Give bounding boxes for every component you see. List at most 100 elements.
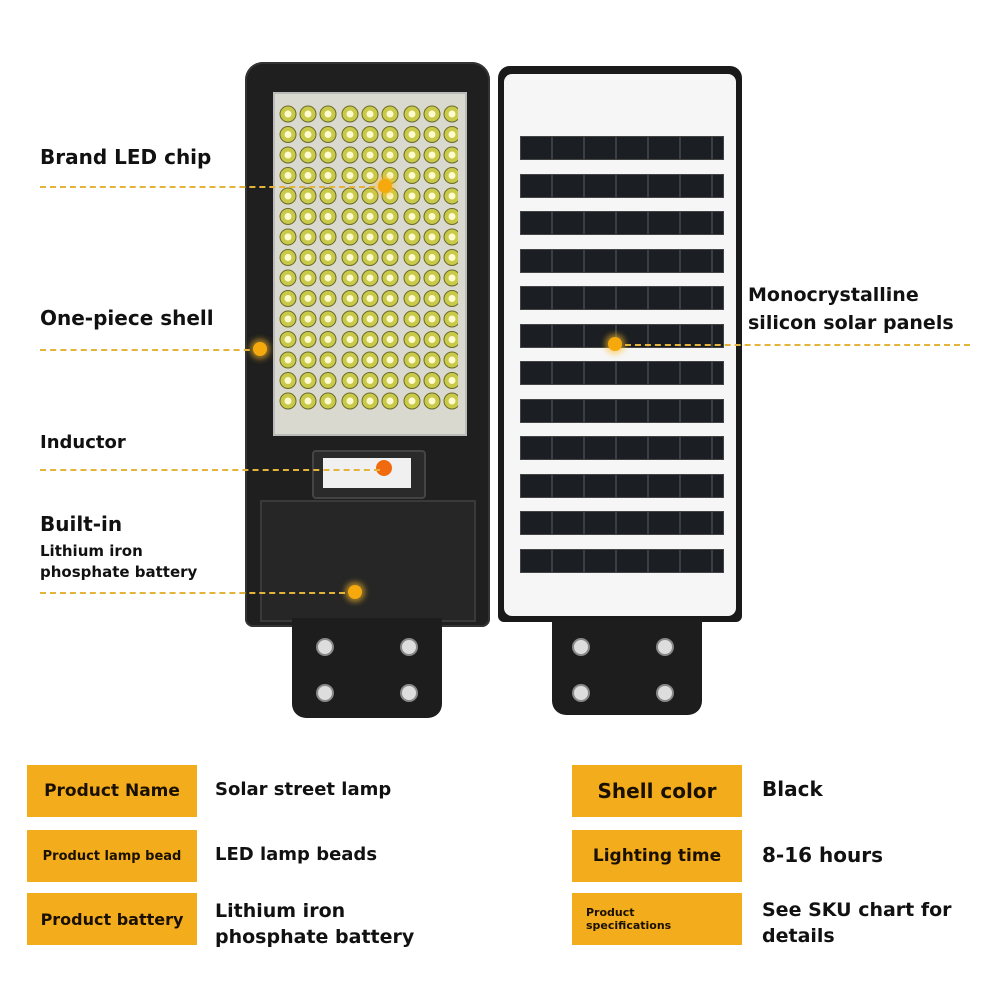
spec-label-specifications-line2: specifications [586,919,672,932]
led-chip-core [346,315,354,323]
led-chip-core [346,151,354,159]
led-chip-core [284,131,292,138]
led-chip-core [408,356,416,364]
spec-value-specifications-line2: details [762,925,835,947]
spec-label-specifications-line1: Product [586,906,635,919]
spec-value-lighting-time: 8-16 hours [762,843,883,867]
spec-value-specifications-line1: See SKU chart for [762,899,952,921]
led-chip-core [448,172,456,179]
led-chip-core [304,295,312,302]
solar-cell-strip [520,136,724,160]
solar-cell-strip [520,436,724,460]
led-chip-core [304,377,312,384]
led-chip-core [304,110,312,118]
callout-line-solar [615,344,970,346]
bolt-icon [572,684,590,702]
led-chip-core [304,233,312,241]
led-chip-core [366,356,374,364]
spec-label-battery: Product battery [27,893,197,945]
bolt-icon [316,638,334,656]
inductor-label-plate [323,458,411,488]
solar-cell-strip [520,286,724,310]
led-chip-core [346,254,354,261]
callout-line-led-chip [40,186,385,188]
led-chip-core [304,315,312,323]
led-chip-core [408,110,416,118]
led-chip-core [408,336,416,343]
led-chip-core [284,192,292,200]
led-chip-core [284,356,292,364]
led-chip-core [448,131,456,138]
led-chip-core [428,274,436,282]
solar-cell-strip [520,511,724,535]
led-chip-core [304,274,312,282]
led-chip-core [408,274,416,282]
led-chip-core [408,213,416,220]
led-chip-core [428,397,436,405]
led-chip-core [386,397,394,405]
led-chip-core [408,315,416,323]
led-chip-core [448,315,456,323]
callout-solar-line1: Monocrystalline [748,284,919,306]
led-chip-core [428,254,436,261]
led-chip-core [408,254,416,261]
led-chip-core [366,172,374,179]
callout-line-shell [40,349,260,351]
bolt-icon [316,684,334,702]
lamp-mount-bracket [292,618,442,718]
led-chip-core [448,377,456,384]
led-chip-core [386,110,394,118]
led-chip-grid [279,105,458,410]
led-chip-core [324,397,332,405]
led-chip-core [284,274,292,282]
led-chip-core [386,254,394,261]
solar-cell-strip [520,473,724,498]
led-chip-core [284,397,292,405]
led-chip-core [346,213,354,220]
led-chip-core [304,356,312,364]
led-chip-core [284,213,292,220]
led-chip-core [408,377,416,384]
highlight-dot-icon [253,342,267,356]
led-chip-core [346,192,354,200]
led-chip-core [284,172,292,179]
led-chip-core [284,315,292,323]
callout-builtin: Built-in [40,512,123,536]
led-chip-core [284,233,292,241]
led-chip-core [386,274,394,282]
led-chip-core [284,151,292,159]
led-chip-core [428,131,436,138]
spec-label-lighting-time: Lighting time [572,830,742,882]
led-chip-core [304,131,312,138]
led-chip-core [324,336,332,343]
led-chip-core [346,110,354,118]
led-chip-core [324,151,332,159]
led-chip-core [346,397,354,405]
spec-value-shell-color: Black [762,777,823,801]
led-chip-core [366,295,374,302]
bolt-icon [400,684,418,702]
led-chip-core [448,233,456,241]
led-chip-core [366,315,374,323]
led-chip-core [448,110,456,118]
callout-line-inductor [40,469,380,471]
led-chip-core [386,192,394,200]
spec-label-shell-color: Shell color [572,765,742,817]
led-chip-core [304,397,312,405]
led-chip-core [386,233,394,241]
bolt-icon [656,684,674,702]
led-chip-core [366,110,374,118]
led-chip-core [366,213,374,220]
led-chip-core [428,151,436,159]
led-chip-core [408,397,416,405]
bolt-icon [572,638,590,656]
led-chip-core [448,336,456,343]
led-chip-core [324,131,332,138]
led-chip-core [324,315,332,323]
spec-value-lamp-bead: LED lamp beads [215,844,378,865]
led-chip-core [284,377,292,384]
spec-label-specifications: Product specifications [572,893,742,945]
solar-mount-bracket [552,620,702,715]
led-chip-core [346,274,354,282]
led-chip-core [284,295,292,302]
